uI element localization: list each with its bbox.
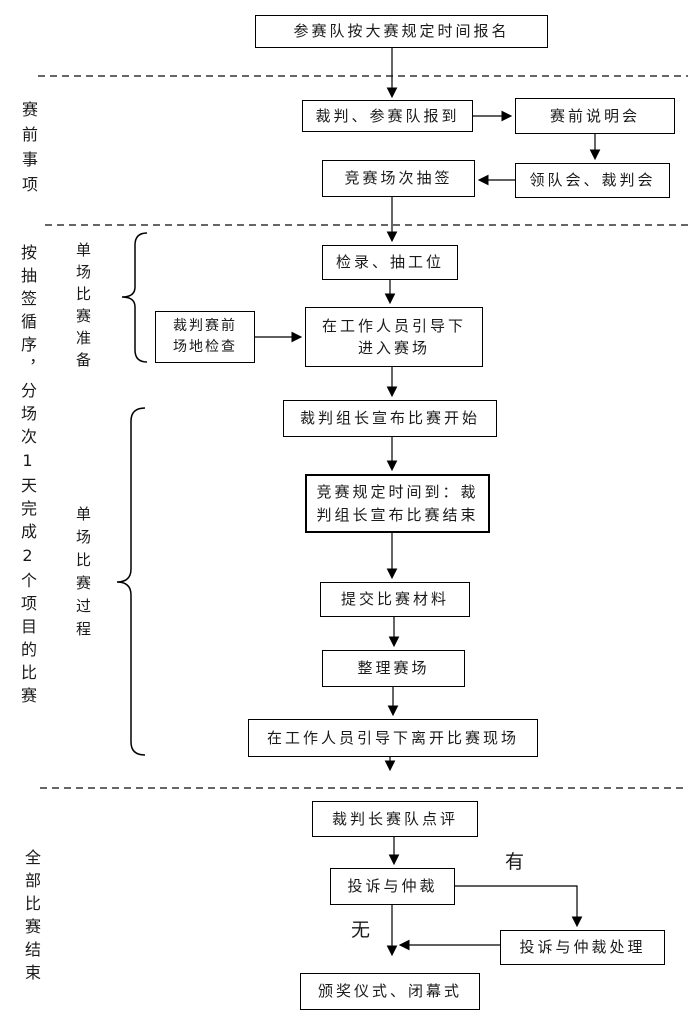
arrow-complaint-to-handle [455, 885, 583, 928]
stage-label-all-matches-end: 全部比赛结束 [22, 849, 41, 987]
brace-single-match-prep [121, 232, 148, 363]
stage-label-loop-note: 按抽签循序，分场次1天完成2个项目的比赛 [18, 244, 37, 710]
node-draw-label: 竞赛场次抽签 [344, 169, 453, 188]
node-tidy-arena: 整理赛场 [322, 650, 465, 687]
node-venue-check: 裁判赛前 场地检查 [155, 311, 255, 363]
node-draw: 竞赛场次抽签 [322, 160, 475, 197]
node-complaint-handling-label: 投诉与仲裁处理 [519, 938, 646, 957]
node-complaint-arbitration: 投诉与仲裁 [330, 868, 455, 905]
stage-label-pre-event: 赛前事项 [19, 101, 38, 201]
node-signup-label: 参赛队按大赛规定时间报名 [293, 22, 510, 41]
brace-single-match-process [116, 407, 146, 756]
node-venue-check-label-line2: 场地检查 [173, 339, 237, 355]
node-match-start-label: 裁判组长宣布比赛开始 [299, 409, 480, 428]
node-enter-arena-label-line1: 在工作人员引导下 [321, 316, 466, 335]
node-referee-review-label: 裁判长赛队点评 [331, 809, 458, 828]
node-checkin-label: 裁判、参赛队报到 [315, 106, 460, 125]
node-match-start: 裁判组长宣布比赛开始 [283, 400, 497, 437]
node-leave-arena-label: 在工作人员引导下离开比赛现场 [266, 728, 519, 747]
node-leaders-meeting-label: 领队会、裁判会 [529, 171, 656, 190]
node-match-end-label-line1: 竞赛规定时间到：裁 [316, 483, 479, 501]
node-roll-call-label: 检录、抽工位 [335, 253, 444, 272]
edge-label-no-complaint: 无 [351, 919, 371, 941]
node-checkin: 裁判、参赛队报到 [302, 100, 473, 132]
node-match-end: 竞赛规定时间到：裁 判组长宣布比赛结束 [305, 474, 490, 533]
node-enter-arena: 在工作人员引导下 进入赛场 [305, 307, 483, 367]
group-label-single-match-prep: 单场比赛准备 [74, 242, 92, 374]
node-tidy-arena-label: 整理赛场 [357, 659, 430, 678]
group-label-single-match-process: 单场比赛过程 [74, 506, 92, 644]
node-complaint-handling: 投诉与仲裁处理 [500, 930, 665, 965]
node-enter-arena-label-line2: 进入赛场 [357, 339, 430, 357]
node-submit-materials-label: 提交比赛材料 [340, 590, 449, 609]
node-award-ceremony: 颁奖仪式、闭幕式 [300, 973, 480, 1010]
node-briefing-label: 赛前说明会 [549, 106, 640, 125]
node-match-end-label-line2: 判组长宣布比赛结束 [316, 505, 479, 524]
node-briefing: 赛前说明会 [515, 98, 675, 134]
node-venue-check-label-line1: 裁判赛前 [173, 318, 237, 334]
edge-label-has-complaint: 有 [505, 851, 525, 873]
node-leave-arena: 在工作人员引导下离开比赛现场 [248, 719, 538, 757]
node-complaint-arbitration-label: 投诉与仲裁 [347, 877, 438, 896]
node-submit-materials: 提交比赛材料 [320, 582, 470, 617]
node-award-ceremony-label: 颁奖仪式、闭幕式 [317, 982, 462, 1001]
node-signup: 参赛队按大赛规定时间报名 [255, 15, 548, 48]
flow-arrows [255, 48, 601, 957]
node-referee-review: 裁判长赛队点评 [312, 801, 478, 837]
node-roll-call: 检录、抽工位 [322, 245, 458, 280]
node-leaders-meeting: 领队会、裁判会 [515, 163, 670, 198]
